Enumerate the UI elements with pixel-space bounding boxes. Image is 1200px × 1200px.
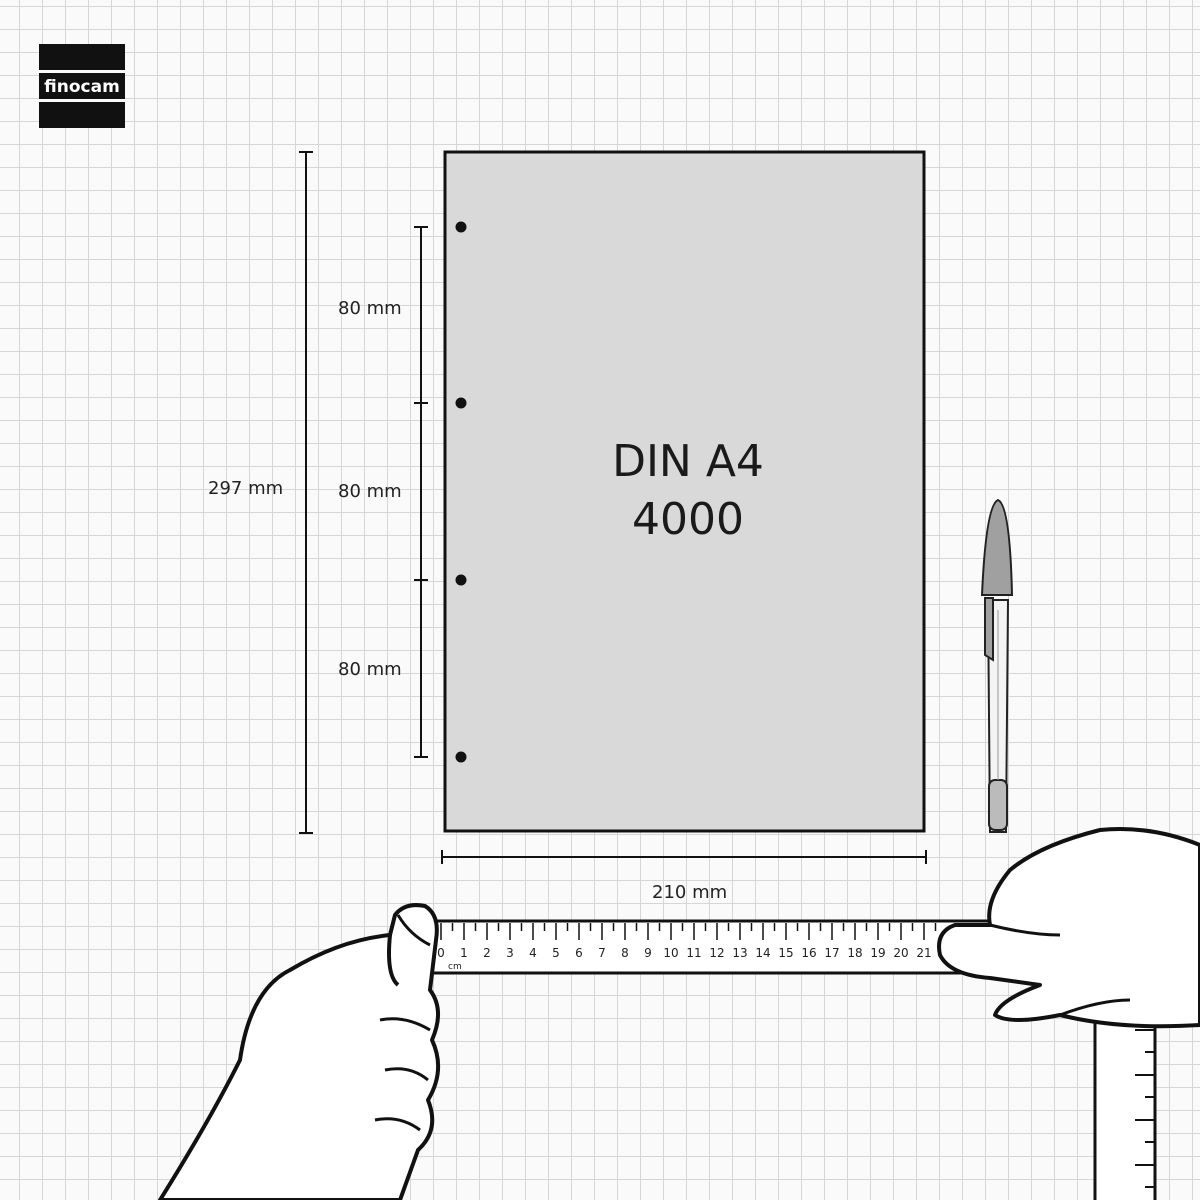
punch-holes [455, 221, 467, 763]
ruler-number: 13 [732, 946, 747, 960]
ruler-number: 16 [801, 946, 816, 960]
ruler-number: 5 [552, 946, 560, 960]
ruler-number: 9 [644, 946, 652, 960]
ruler-number: 19 [870, 946, 885, 960]
ruler-number: 3 [506, 946, 514, 960]
sheet-model: 4000 [632, 494, 744, 545]
finocam-logo: finocam [39, 44, 125, 128]
ruler-number: 1 [460, 946, 468, 960]
vertical-ruler [1093, 998, 1157, 1200]
ruler-number: 10 [663, 946, 678, 960]
hole-spacing-label: 80 mm [338, 659, 402, 680]
ruler-unit: cm [448, 962, 462, 972]
punch-hole [455, 574, 467, 586]
ruler-number: 11 [686, 946, 701, 960]
ruler-number: 2 [483, 946, 491, 960]
ruler-number: 17 [824, 946, 839, 960]
a4-sheet [443, 150, 926, 833]
ruler-number: 18 [847, 946, 862, 960]
hand-icon [158, 903, 441, 1200]
punch-hole [455, 397, 467, 409]
punch-hole [455, 221, 467, 233]
sheet-title: DIN A4 [612, 436, 764, 487]
pen-icon [980, 498, 1014, 833]
ruler-number: 12 [709, 946, 724, 960]
ruler-number: 0 [437, 946, 445, 960]
height-dimension-line [299, 151, 313, 834]
height-label: 297 mm [208, 478, 283, 499]
width-dimension-line [441, 850, 927, 864]
punch-hole [455, 751, 467, 763]
ruler-number: 4 [529, 946, 537, 960]
ruler-number: 15 [778, 946, 793, 960]
hand-icon [937, 827, 1200, 1029]
ruler-number: 6 [575, 946, 583, 960]
hole-spacing-label: 80 mm [338, 481, 402, 502]
ruler-number: 7 [598, 946, 606, 960]
hole-spacing-line [414, 226, 428, 758]
ruler-number: 21 [916, 946, 931, 960]
ruler-number: 8 [621, 946, 629, 960]
hole-spacing-label: 80 mm [338, 298, 402, 319]
ruler-number: 20 [893, 946, 908, 960]
ruler-ticks [440, 923, 937, 940]
logo-text: finocam [44, 77, 120, 97]
width-label: 210 mm [652, 882, 727, 903]
ruler-number: 14 [755, 946, 770, 960]
